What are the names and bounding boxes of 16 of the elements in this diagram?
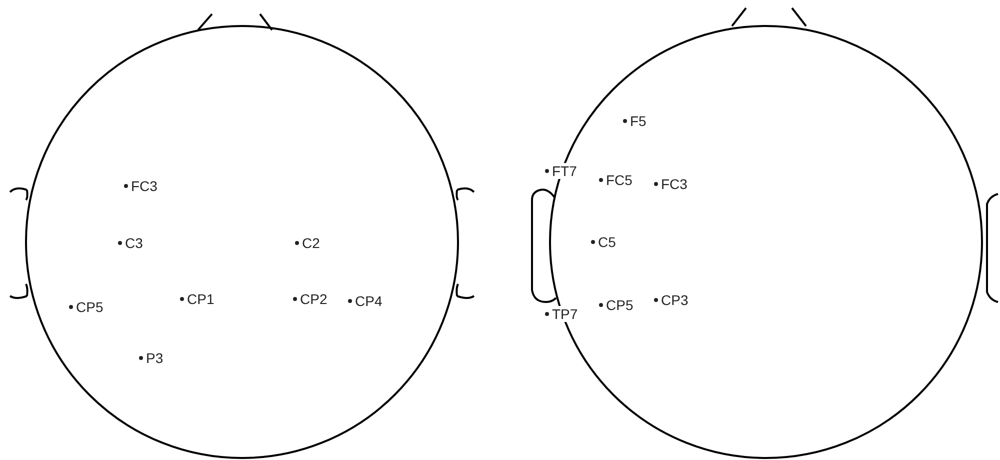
electrode-label: CP3	[654, 292, 688, 308]
electrode-label: CP4	[348, 293, 382, 309]
electrode-label: CP1	[180, 291, 214, 307]
electrode-label: C2	[295, 235, 320, 251]
electrode-label: C5	[591, 234, 616, 250]
electrode-label: F5	[623, 113, 646, 129]
electrode-label: CP5	[69, 299, 104, 315]
electrode-label: TP7	[545, 306, 578, 322]
electrode-label: FC3	[124, 178, 158, 194]
electrode-label: C3	[118, 235, 143, 251]
electrode-label: CP5	[599, 297, 634, 313]
electrode-label: FC3	[654, 176, 688, 192]
electrode-label: P3	[139, 350, 164, 366]
electrode-label: CP2	[293, 291, 328, 307]
electrode-label: FT7	[545, 163, 577, 179]
electrode-label: FC5	[599, 172, 632, 188]
